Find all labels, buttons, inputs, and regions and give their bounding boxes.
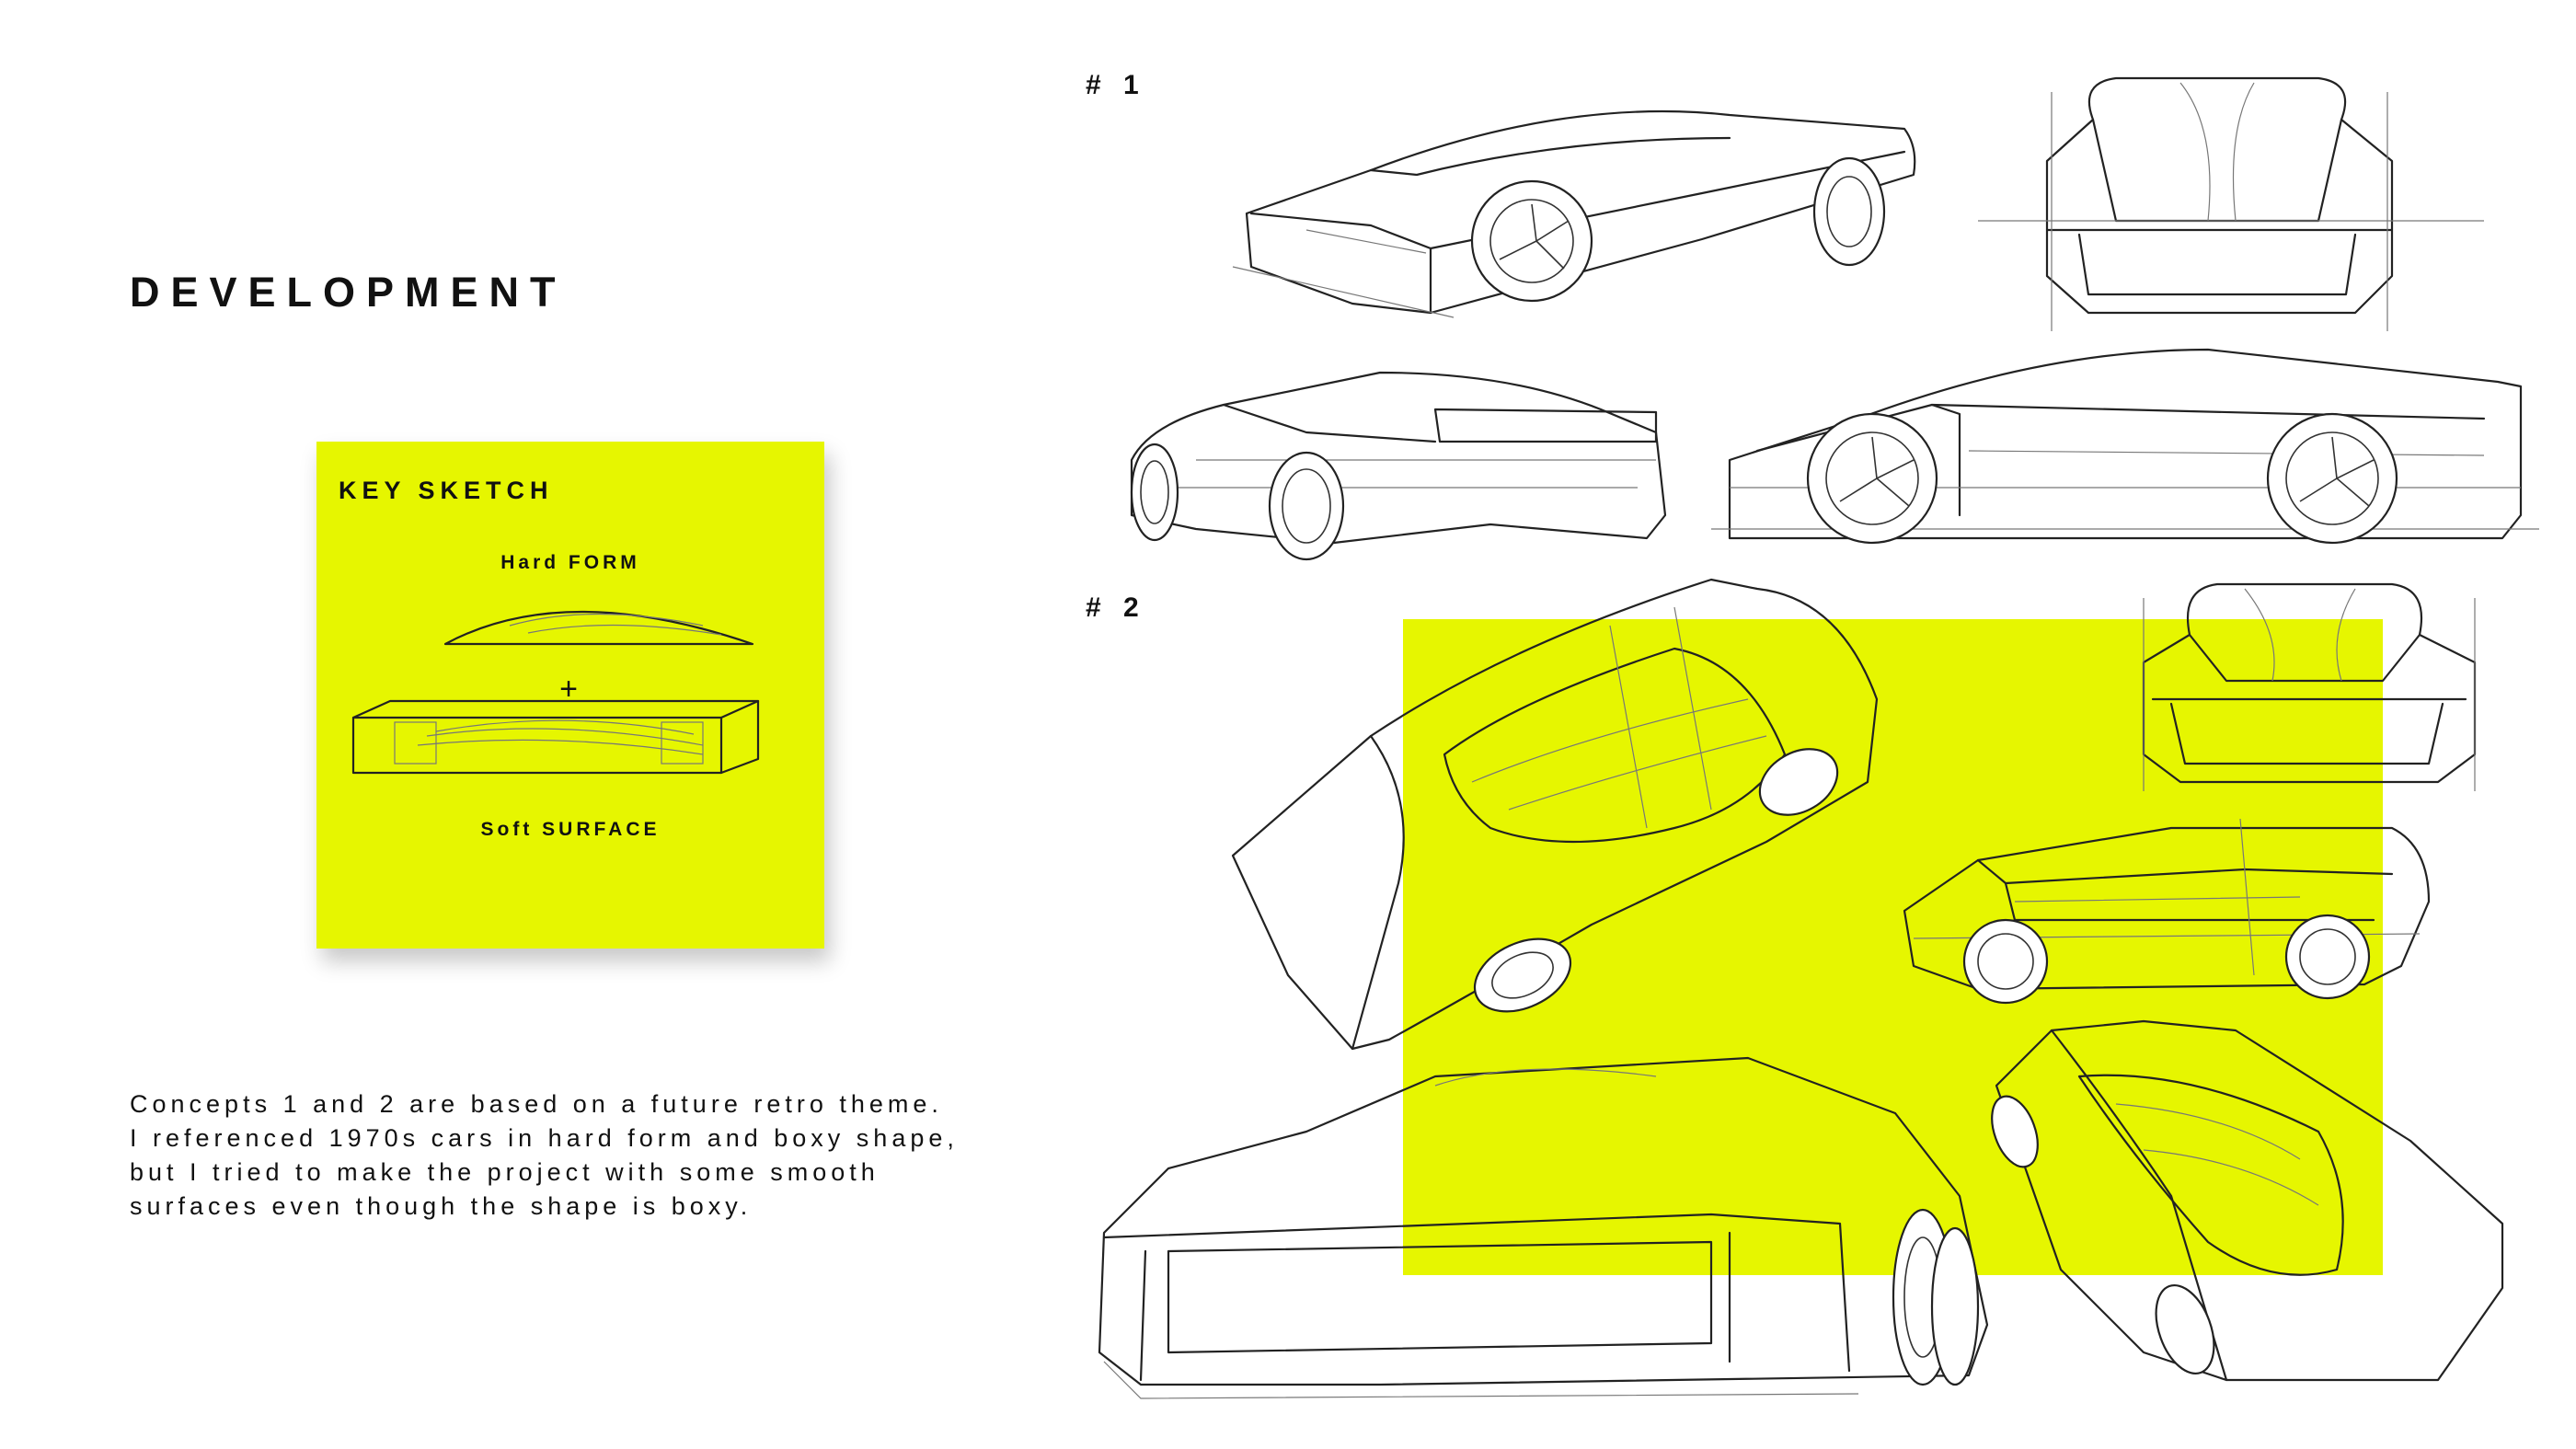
hard-form-shape [443, 610, 754, 646]
page-title: DEVELOPMENT [130, 269, 567, 316]
key-sketch-title: KEY SKETCH [339, 477, 554, 504]
concept-2-top-perspective-sketch [1231, 578, 1879, 1051]
concept-1-front-three-quarter-sketch [1232, 109, 1916, 318]
soft-surface-label: Soft SURFACE [480, 819, 661, 840]
description-text: Concepts 1 and 2 are based on a future r… [130, 1090, 959, 1220]
concept-2-label: # 2 [1086, 592, 1146, 623]
key-sketch-drawing [351, 610, 760, 775]
concept-2-highlight [1403, 619, 2383, 1275]
concept-2-front-view-sketch [2142, 582, 2477, 791]
concept-1-front-view-sketch [1978, 76, 2484, 331]
concept-1-rear-three-quarter-sketch [1130, 371, 1667, 561]
concept-2-rear-three-quarter-sketch [1098, 1056, 1989, 1399]
concept-2-overhead-rear-sketch [1991, 1019, 2504, 1382]
concept-1-side-view-sketch [1711, 348, 2539, 545]
plus-operator: + [559, 672, 581, 707]
concept-2-side-three-quarter-sketch [1903, 818, 2431, 1005]
soft-surface-shape [351, 699, 760, 775]
concept-1-label: # 1 [1086, 70, 1146, 100]
key-sketch-card: KEY SKETCH Hard FORM + Soft SURFACE [316, 442, 824, 949]
hard-form-label: Hard FORM [500, 552, 640, 573]
